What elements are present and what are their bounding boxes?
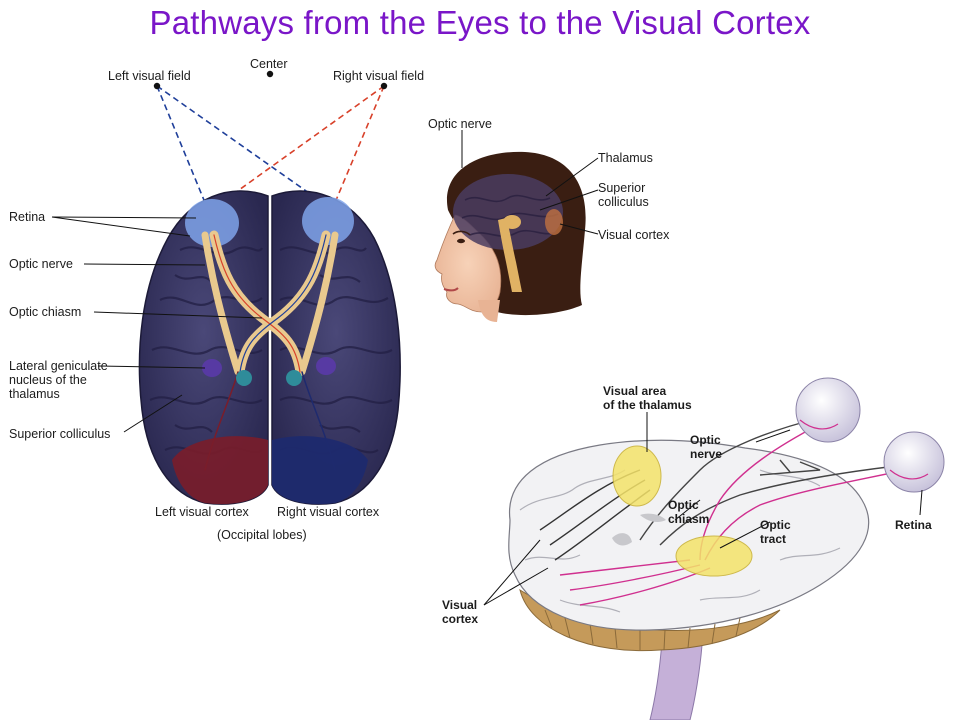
center-point — [266, 70, 274, 78]
right-occipital-lobe — [272, 436, 368, 505]
section-view-leaders — [483, 412, 923, 606]
side-view-leaders — [461, 130, 599, 235]
label-side-superior-line2: colliculus — [598, 195, 649, 209]
top-view-leaders — [51, 216, 263, 433]
label-section-retina: Retina — [895, 518, 932, 532]
eye — [457, 238, 465, 244]
label-retina: Retina — [9, 210, 46, 224]
neck — [478, 300, 500, 322]
section-eye-lower — [883, 431, 945, 493]
left-lgn — [202, 359, 222, 377]
left-field-point — [153, 82, 161, 90]
label-side-visual-cortex: Visual cortex — [598, 228, 670, 242]
label-right-visual-field: Right visual field — [333, 69, 425, 83]
label-section-optic-tract-line1: Optic — [760, 518, 791, 532]
right-field-point — [380, 82, 388, 90]
section-eye-upper — [795, 377, 861, 443]
label-section-optic-nerve-line1: Optic — [690, 433, 721, 447]
label-optic-nerve: Optic nerve — [9, 257, 73, 271]
label-occipital-lobes: (Occipital lobes) — [217, 528, 307, 542]
left-superior-colliculus — [236, 370, 252, 386]
ventricle — [640, 513, 666, 523]
cerebellum-folia — [544, 609, 741, 651]
side-view-head — [434, 130, 599, 322]
side-brain — [453, 174, 563, 250]
side-thalamus — [503, 215, 521, 229]
label-lgn-line2: nucleus of the — [9, 373, 87, 387]
label-side-thalamus: Thalamus — [598, 151, 653, 165]
label-right-visual-cortex: Right visual cortex — [277, 505, 380, 519]
right-eye-retina — [302, 197, 354, 245]
side-visual-cortex — [545, 209, 563, 235]
label-optic-chiasm: Optic chiasm — [9, 305, 82, 319]
label-section-visual-cortex-line2: cortex — [442, 612, 479, 626]
ventricle-2 — [612, 533, 632, 546]
label-section-optic-chiasm-line2: chiasm — [668, 512, 710, 526]
brainstem — [498, 218, 522, 292]
brain-section — [508, 439, 870, 631]
eyebrow — [452, 230, 471, 236]
label-side-optic-nerve: Optic nerve — [428, 117, 492, 131]
label-section-optic-nerve-line2: nerve — [690, 447, 723, 461]
page-title: Pathways from the Eyes to the Visual Cor… — [149, 4, 811, 41]
label-left-visual-cortex: Left visual cortex — [155, 505, 249, 519]
label-visual-area-line2: of the thalamus — [603, 398, 692, 412]
spinal-stem — [649, 639, 703, 720]
visual-area-thalamus — [612, 445, 662, 507]
label-left-visual-field: Left visual field — [108, 69, 191, 83]
label-section-optic-chiasm-line1: Optic — [668, 498, 699, 512]
label-superior-colliculus: Superior colliculus — [9, 427, 111, 441]
label-section-optic-tract-line2: tract — [760, 532, 787, 546]
top-view-brain — [51, 70, 401, 505]
label-section-visual-cortex-line1: Visual — [442, 598, 478, 612]
optic-tract-region — [675, 535, 753, 577]
label-lgn-line1: Lateral geniculate — [9, 359, 108, 373]
left-eye-retina — [185, 199, 239, 247]
mouth — [443, 287, 459, 292]
section-view — [483, 377, 945, 720]
label-side-superior-line1: Superior — [598, 181, 646, 195]
label-center: Center — [250, 57, 288, 71]
label-visual-area-line1: Visual area — [603, 384, 667, 398]
label-lgn-line3: thalamus — [9, 387, 60, 401]
section-gyri — [519, 469, 841, 613]
left-occipital-lobe — [172, 436, 268, 505]
right-superior-colliculus — [286, 370, 302, 386]
visual-field-rays — [156, 85, 385, 206]
right-lgn — [316, 357, 336, 375]
